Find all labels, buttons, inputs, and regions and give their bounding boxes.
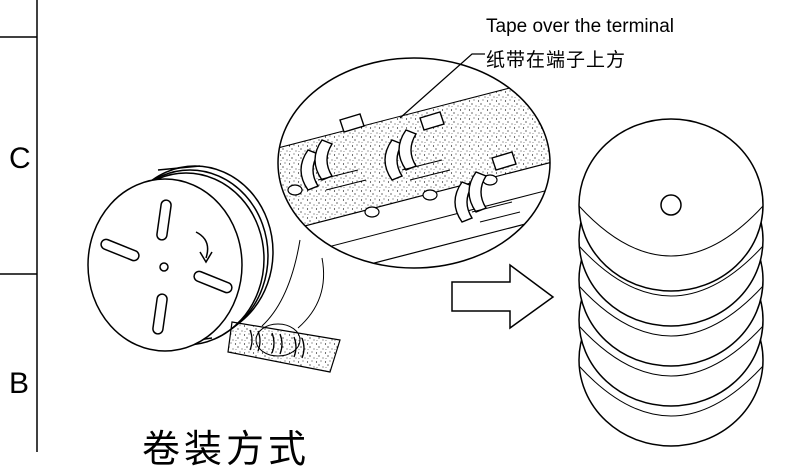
drawing-canvas: Tape over the terminal 纸带在端子上方 C B 卷装方式: [0, 0, 764, 471]
tape-strip: [227, 321, 341, 373]
detail-zoom: [277, 57, 551, 269]
reel-stack-rims: [578, 205, 764, 417]
zone-label-b: B: [9, 367, 30, 400]
right-arrow-icon: [451, 263, 555, 330]
reel: [87, 165, 274, 352]
zoom-leaders: [261, 239, 325, 329]
callout-leader: [399, 53, 485, 119]
packaging-caption: 卷装方式: [142, 427, 311, 471]
callout-chinese: 纸带在端子上方: [486, 49, 627, 71]
frame-border: [0, 0, 38, 452]
packaging-diagram: [0, 0, 764, 452]
zone-label-c: C: [9, 142, 31, 175]
callout-english: Tape over the terminal: [486, 16, 674, 37]
reel-stack: [578, 118, 764, 447]
